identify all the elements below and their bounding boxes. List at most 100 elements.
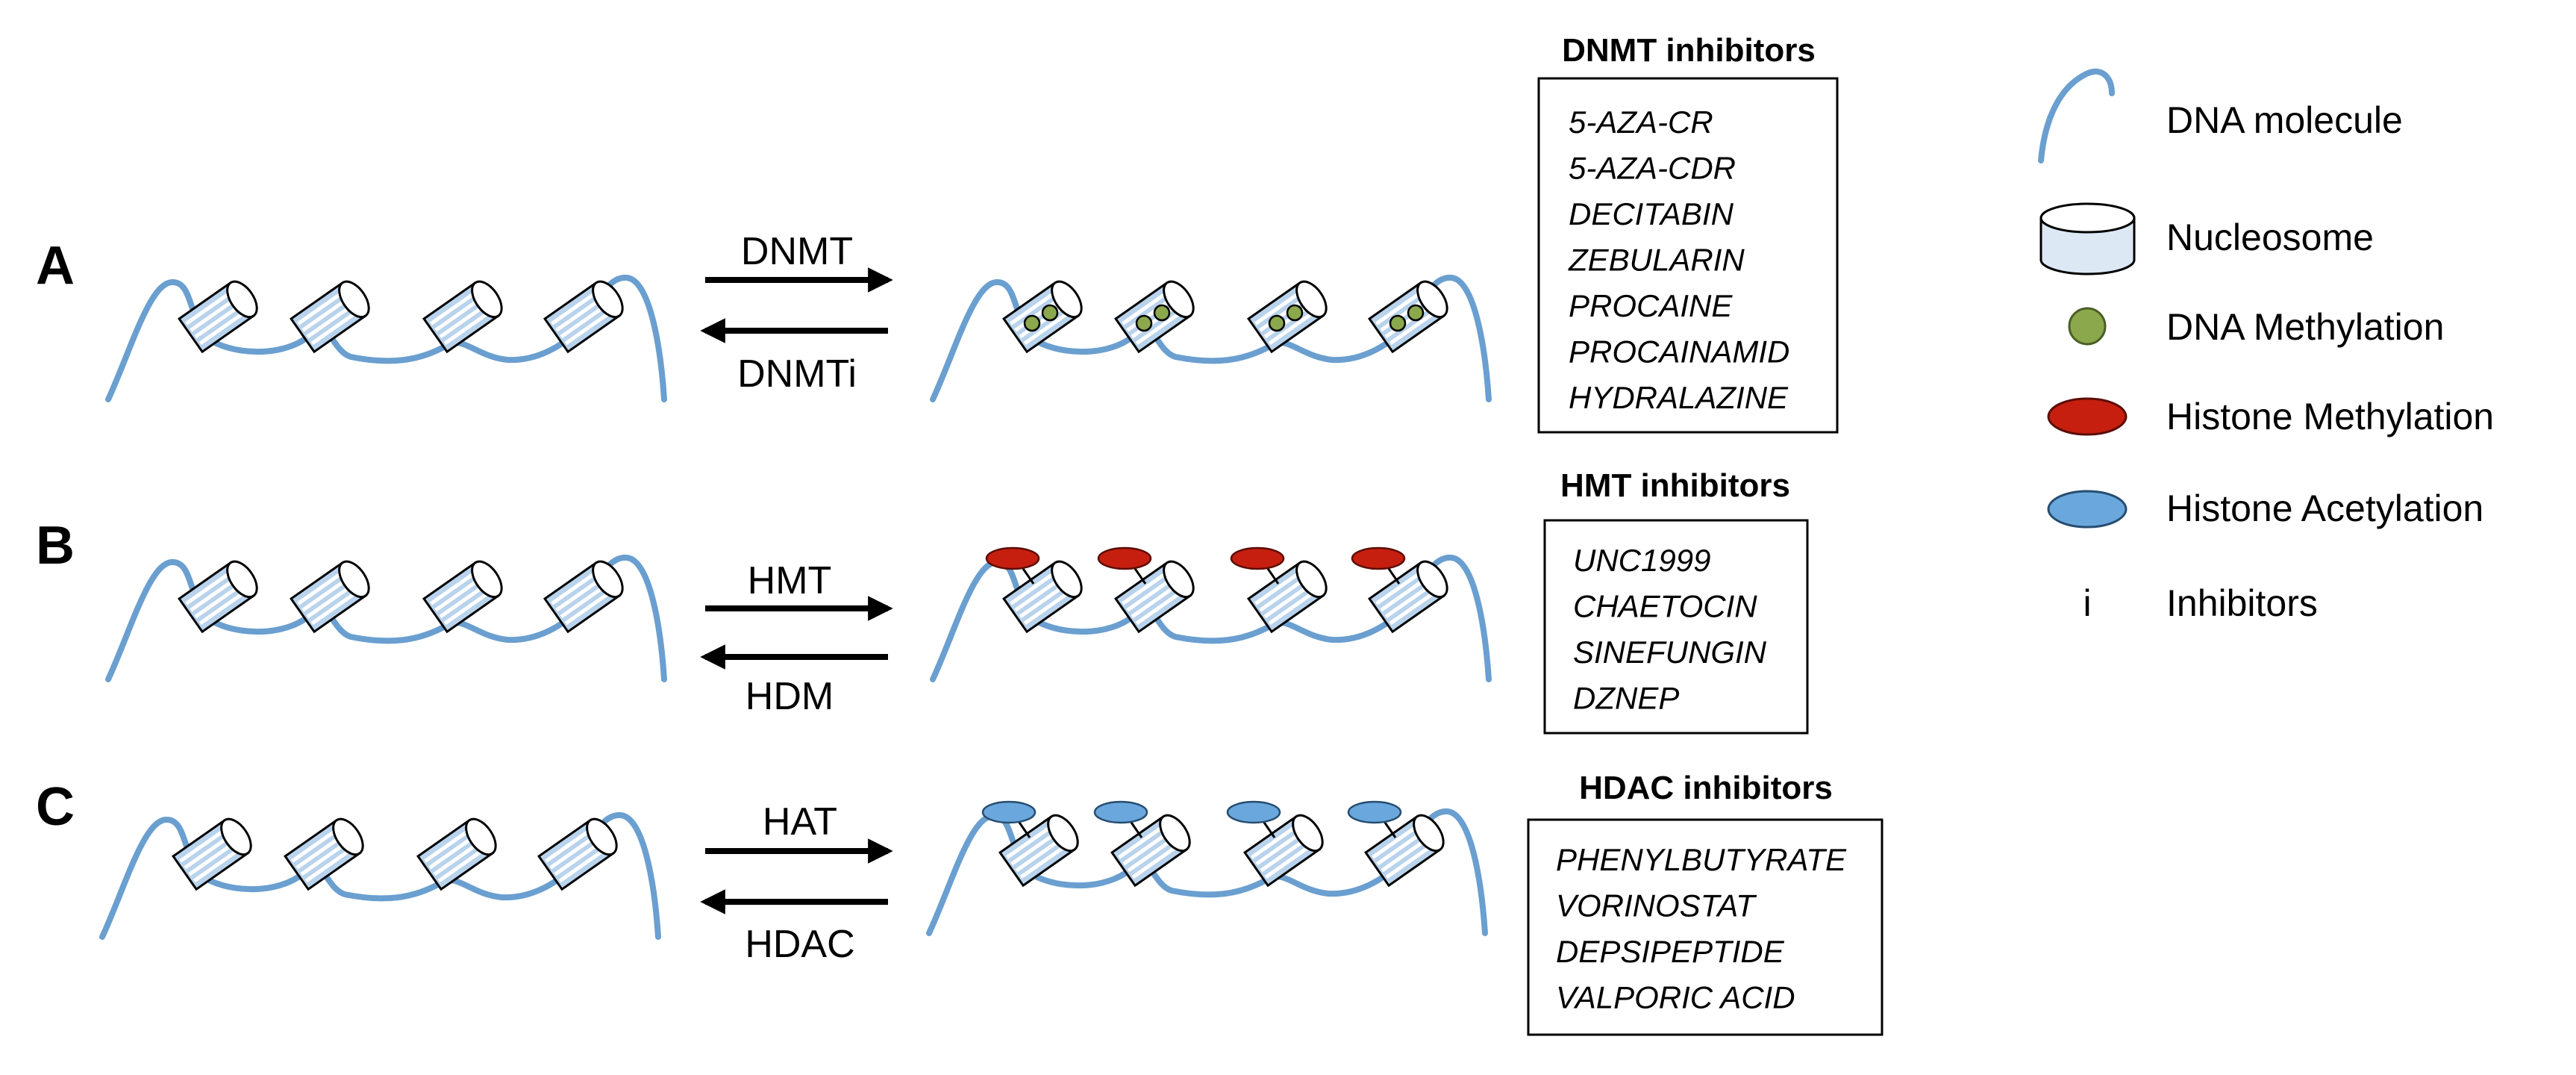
nucleosome: [1110, 814, 1191, 888]
inhibitor-item: HYDRALAZINE: [1569, 380, 1789, 415]
nucleosome: [1114, 560, 1195, 634]
reverse-label-b: HDM: [745, 675, 834, 718]
inhibitor-item: SINEFUNGIN: [1573, 635, 1767, 670]
forward-label-c: HAT: [763, 800, 837, 844]
row-letter-a: A: [36, 236, 75, 296]
reaction-arrows-c: HAT HDAC: [700, 800, 893, 966]
dna-methylation-mark: [1041, 304, 1059, 322]
legend-item-nucleosome: Nucleosome: [2039, 202, 2374, 275]
inhibitor-item: DZNEP: [1573, 681, 1679, 716]
legend-item-histone-acetylation: Histone Acetylation: [2047, 487, 2483, 529]
nucleosome: [543, 560, 624, 634]
dna-methylation-mark: [1268, 314, 1286, 332]
inhibitor-item: PROCAINE: [1569, 288, 1733, 323]
legend-label-nucleosome: Nucleosome: [2166, 216, 2374, 258]
inhibitor-title-dnmt: DNMT inhibitors: [1562, 32, 1816, 69]
inhibitor-panel-dnmt: DNMT inhibitors 5-AZA-CR5-AZA-CDRDECITAB…: [1537, 32, 1839, 434]
inhibitor-title-hdac: HDAC inhibitors: [1579, 770, 1833, 806]
nucleosome: [284, 817, 364, 891]
histone-acetylation-icon: [2047, 490, 2128, 529]
forward-label-b: HMT: [748, 559, 832, 602]
dna-methylation-mark: [1023, 314, 1041, 332]
dna-methylation-mark: [1135, 314, 1153, 332]
nucleosome: [422, 560, 503, 634]
inhibitor-item: PHENYLBUTYRATE: [1556, 842, 1847, 877]
legend: DNA molecule Nucleosome DNA Methylation …: [2038, 69, 2494, 624]
nucleosome: [1002, 560, 1083, 634]
row-a: A DNMT DNMTi DNMT inhibitors 5-AZA-CR5-A…: [36, 32, 1839, 434]
dna-methylation-mark: [1153, 304, 1171, 322]
chromatin-modified-c: [926, 800, 1488, 936]
inhibitor-item: 5-AZA-CDR: [1569, 151, 1736, 186]
nucleosome: [543, 280, 624, 354]
chromatin-unmodified-a: [105, 275, 667, 402]
histone-acetylation-mark: [1226, 800, 1281, 824]
row-c: C HAT HDAC HDAC inhibitors PHENYLBUTYRAT…: [36, 770, 1883, 1036]
histone-acetylation-mark: [1093, 800, 1148, 824]
legend-label-histone-acetylation: Histone Acetylation: [2166, 487, 2483, 529]
forward-label-a: DNMT: [741, 230, 853, 273]
inhibitor-box-hdac: [1527, 818, 1883, 1036]
nucleosome-icon: [2039, 202, 2136, 275]
nucleosome: [1002, 280, 1083, 354]
inhibitor-item: VALPORIC ACID: [1556, 980, 1795, 1015]
nucleosome: [1368, 560, 1448, 634]
dna-methylation-mark: [1389, 314, 1407, 332]
histone-acetylation-mark: [981, 800, 1037, 824]
inhibitor-item: DECITABIN: [1569, 196, 1734, 231]
histone-methylation-mark: [985, 546, 1040, 570]
nucleosome: [1247, 560, 1328, 634]
inhibitor-symbol: i: [2083, 582, 2091, 624]
inhibitor-box-hmt: [1543, 519, 1809, 735]
nucleosome: [290, 560, 370, 634]
inhibitor-item: CHAETOCIN: [1573, 589, 1757, 624]
inhibitor-title-hmt: HMT inhibitors: [1560, 467, 1790, 504]
chromatin-unmodified-b: [105, 555, 667, 682]
legend-label-inhibitors: Inhibitors: [2166, 582, 2318, 624]
inhibitor-item: UNC1999: [1573, 543, 1710, 578]
nucleosome: [1247, 280, 1328, 354]
nucleosome: [172, 817, 252, 891]
reverse-label-c: HDAC: [745, 923, 854, 966]
reaction-arrows-b: HMT HDM: [700, 559, 893, 718]
nucleosome: [998, 814, 1079, 888]
histone-methylation-mark: [1351, 546, 1406, 570]
nucleosome: [1243, 814, 1324, 888]
nucleosome: [290, 280, 370, 354]
chromatin-modified-a: [930, 275, 1492, 402]
inhibitor-item: DEPSIPEPTIDE: [1556, 934, 1785, 969]
histone-methylation-icon: [2047, 397, 2128, 436]
legend-item-dna-methylation: DNA Methylation: [2068, 306, 2444, 348]
nucleosome: [1114, 280, 1195, 354]
inhibitor-panel-hdac: HDAC inhibitors PHENYLBUTYRATEVORINOSTAT…: [1527, 770, 1883, 1036]
dna-molecule-icon: [2038, 69, 2115, 163]
inhibitor-item: ZEBULARIN: [1568, 243, 1745, 278]
nucleosome: [1368, 280, 1448, 354]
legend-item-histone-methylation: Histone Methylation: [2047, 396, 2494, 437]
inhibitor-item: PROCAINAMID: [1569, 334, 1789, 370]
legend-item-dna-molecule: DNA molecule: [2038, 69, 2403, 163]
legend-item-inhibitors: i Inhibitors: [2083, 582, 2317, 624]
row-letter-c: C: [36, 777, 75, 837]
histone-methylation-mark: [1097, 546, 1152, 570]
nucleosome: [178, 280, 258, 354]
legend-label-dna-molecule: DNA molecule: [2166, 99, 2403, 141]
legend-label-dna-methylation: DNA Methylation: [2166, 306, 2444, 348]
nucleosome: [422, 280, 503, 354]
reverse-label-a: DNMTi: [737, 352, 857, 396]
nucleosome: [416, 817, 497, 891]
histone-methylation-mark: [1230, 546, 1285, 570]
inhibitor-box-dnmt: [1537, 77, 1839, 434]
nucleosome: [1364, 814, 1445, 888]
row-letter-b: B: [36, 516, 75, 576]
legend-label-histone-methylation: Histone Methylation: [2166, 396, 2494, 437]
dna-methylation-icon: [2068, 307, 2107, 346]
dna-methylation-mark: [1407, 304, 1425, 322]
nucleosome: [178, 560, 258, 634]
chromatin-modified-b: [930, 546, 1492, 682]
row-b: B HMT HDM HMT inhibitors UNC1999CHAETOCI…: [36, 467, 1809, 735]
dna-methylation-mark: [1286, 304, 1304, 322]
chromatin-unmodified-c: [99, 812, 661, 940]
